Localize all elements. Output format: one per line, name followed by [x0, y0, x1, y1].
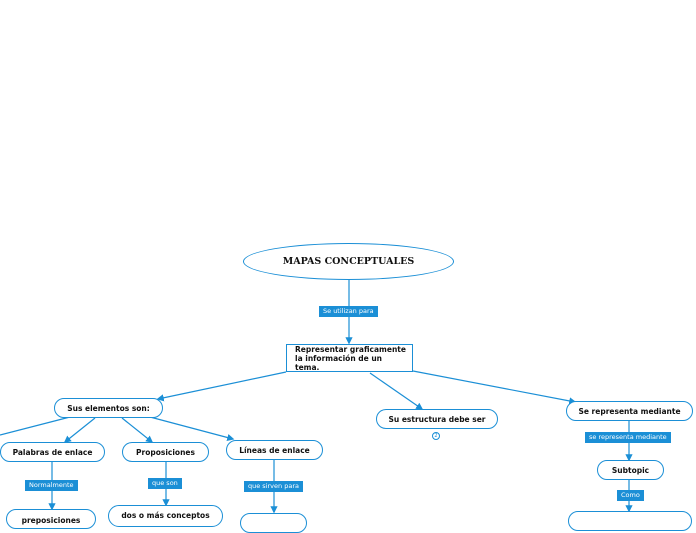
represented-node[interactable]: Se representa mediante	[566, 401, 693, 421]
connector-purpose-structure	[369, 372, 424, 410]
link-label-serve[interactable]: que sirven para	[244, 481, 303, 493]
words-node[interactable]: Palabras de enlace	[0, 442, 105, 462]
link-label-use[interactable]: Se utilizan para	[319, 306, 378, 318]
purpose-text: Representar graficamente la información …	[295, 344, 406, 372]
elements-text: Sus elementos son:	[67, 403, 150, 413]
structure-text: Su estructura debe ser	[388, 414, 486, 424]
propositions-text: Proposiciones	[136, 447, 195, 457]
words-child-text: preposiciones	[21, 516, 81, 525]
propositions-node[interactable]: Proposiciones	[122, 442, 209, 462]
link-label-normally[interactable]: Normalmente	[25, 480, 78, 492]
connector-elements-offscreen	[0, 416, 71, 436]
lines-node[interactable]: Líneas de enlace	[226, 440, 323, 460]
link-label-como[interactable]: Como	[617, 490, 644, 502]
represented-text: Se representa mediante	[578, 406, 681, 416]
title-text: MAPAS CONCEPTUALES	[282, 255, 415, 267]
offscreen-node-right[interactable]	[568, 511, 692, 531]
words-text: Palabras de enlace	[12, 447, 93, 457]
purpose-node[interactable]: Representar graficamente la información …	[286, 344, 413, 372]
connector-elements-lines	[149, 416, 235, 442]
connector-elements-words	[63, 417, 96, 443]
elements-node[interactable]: Sus elementos son:	[54, 398, 163, 418]
propositions-child-node[interactable]: dos o más conceptos	[108, 505, 223, 527]
link-label-que-son[interactable]: que son	[148, 478, 182, 490]
offscreen-node-lines[interactable]	[240, 513, 307, 533]
link-label-represented[interactable]: se representa mediante	[585, 432, 671, 444]
subtopic-node[interactable]: Subtopic	[597, 460, 664, 480]
words-child-node[interactable]: preposiciones	[6, 509, 96, 529]
connector-purpose-elements	[156, 371, 287, 402]
connector-elements-propositions	[121, 417, 154, 443]
connector-purpose-represented	[412, 370, 577, 405]
structure-node[interactable]: Su estructura debe ser	[376, 409, 498, 429]
title-node[interactable]: MAPAS CONCEPTUALES	[243, 243, 454, 280]
lines-text: Líneas de enlace	[239, 445, 310, 455]
subtopic-text: Subtopic	[611, 465, 650, 475]
propositions-child-text: dos o más conceptos	[121, 511, 210, 520]
collapsed-count-badge[interactable]: 2	[432, 432, 440, 440]
